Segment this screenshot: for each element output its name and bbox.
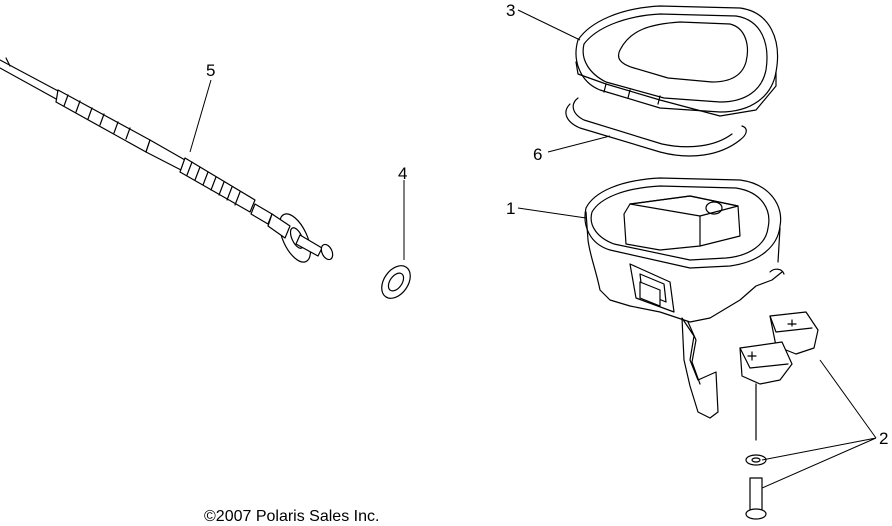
callout-6: 6 <box>533 145 542 164</box>
callout-2: 2 <box>879 429 888 448</box>
callout-4: 4 <box>398 164 407 183</box>
callout-1: 1 <box>506 199 515 218</box>
clamp-icon <box>739 311 819 441</box>
callout-3: 3 <box>506 1 515 20</box>
gasket-icon <box>565 97 747 157</box>
callout-5: 5 <box>206 61 215 80</box>
washer-icon <box>381 265 411 299</box>
leader-lines <box>189 9 877 489</box>
master-cylinder-body-icon <box>584 177 785 419</box>
reservoir-cover-icon <box>575 5 779 117</box>
small-washer-icon <box>745 454 767 466</box>
brake-cable-icon <box>0 57 334 263</box>
bolt-icon <box>745 477 767 520</box>
copyright-notice: ©2007 Polaris Sales Inc. <box>204 508 380 525</box>
